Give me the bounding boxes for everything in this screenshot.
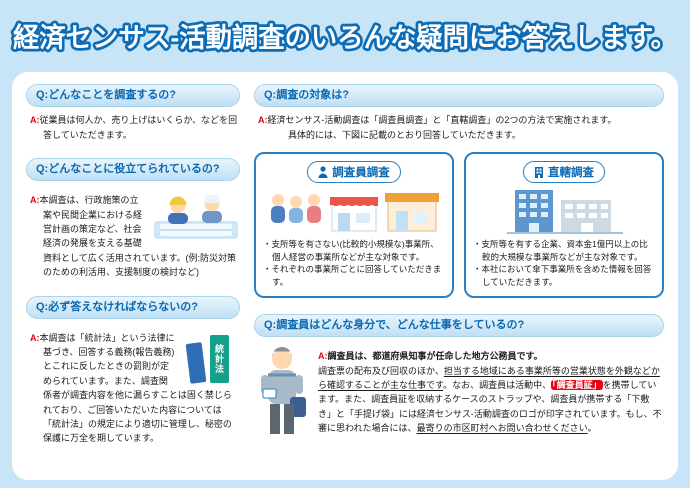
building-icon	[535, 166, 543, 178]
answer-label: A:	[30, 332, 40, 343]
answer-text: A:本調査は、行政施策の立案や民間企業における経営計画の策定など、社会経済の発展…	[30, 193, 238, 279]
answer-body-mid-2: を携帯しています。また、調査員証を収納するケースのストラップや、調査員が携帯する…	[318, 379, 662, 434]
enumerator-survey-title-text: 調査員調査	[332, 166, 390, 179]
green-statistics-law-book: 統計法	[210, 334, 229, 383]
qa-survey-target: Q:調査の対象は? A:経済センサス-活動調査は「調査員調査」と「直轄調査」の2…	[254, 84, 664, 298]
enumerator-survey-title: 調査員調査	[307, 160, 401, 183]
right-column: Q:調査の対象は? A:経済センサス-活動調査は「調査員調査」と「直轄調査」の2…	[254, 84, 664, 468]
question-header: Q:調査の対象は?	[254, 84, 664, 108]
answer-text: A:従業員は何人か、売り上げはいくらか、などを回答していただきます。	[30, 113, 238, 142]
answer-text: A:経済センサス-活動調査は「調査員調査」と「直轄調査」の2つの方法で実施されま…	[258, 113, 662, 142]
question-header: Q:どんなことに役立てられているの?	[26, 157, 240, 182]
poster-title-svg: 経済センサス-活動調査のいろんな疑問にお答えします。	[10, 19, 680, 56]
enumerator-survey-bullets: ・支所等を有さない(比較的小規模な)事業所、個人経営の事業所などが主な対象です。…	[263, 238, 445, 289]
survey-method-boxes: 調査員調査	[254, 151, 664, 298]
answer-block: A:調査員は、都道府県知事が任命した地方公務員です。 調査票の配布及び回収のほか…	[254, 343, 664, 441]
person-icon	[318, 166, 328, 178]
workers-planning-illustration	[154, 194, 238, 240]
answer-body: 本調査は「統計法」という法律に基づき、回答する義務(報告義務)とこれに反したとき…	[39, 332, 232, 444]
content-card: Q:どんなことを調査するの? A:従業員は何人か、売り上げはいくらか、などを回答…	[12, 72, 678, 480]
statistics-law-books-illustration: 統計法	[182, 327, 240, 385]
answer-body-mid-1: 。なお、調査員は活動中、	[443, 379, 552, 390]
qa-what-is-surveyed: Q:どんなことを調査するの? A:従業員は何人か、売り上げはいくらか、などを回答…	[26, 84, 240, 142]
blue-book	[185, 341, 207, 384]
answer-line-2: 具体的には、下図に記載のとおり回答していただきます。	[288, 129, 521, 140]
enumerator-survey-box: 調査員調査	[254, 151, 454, 298]
answer-underline-2: 最寄りの市区町村へお問い合わせください	[416, 423, 588, 434]
answer-intro: 調査員は、都道府県知事が任命した地方公務員です。	[327, 351, 543, 362]
answer-line-1: 経済センサス-活動調査は「調査員調査」と「直轄調査」の2つの方法で実施されます。	[267, 115, 617, 126]
answer-block: 統計法 A:本調査は「統計法」という法律に基づき、回答する義務(報告義務)とこれ…	[26, 325, 240, 446]
answer-text: A:調査員は、都道府県知事が任命した地方公務員です。 調査票の配布及び回収のほか…	[258, 349, 662, 435]
answer-label: A:	[30, 115, 40, 126]
question-text: Q:どんなことに役立てられているの?	[36, 162, 220, 175]
answer-body: 従業員は何人か、売り上げはいくらか、などを回答していただきます。	[39, 115, 238, 140]
poster-title: 経済センサス-活動調査のいろんな疑問にお答えします。	[0, 0, 690, 65]
question-text: Q:必ず答えなければならないの?	[36, 300, 198, 313]
direct-survey-bullets: ・支所等を有する企業、資本金1億円以上の比較的大規模な事業所などが主な対象です。…	[473, 238, 655, 289]
bullet-item: ・支所等を有さない(比較的小規模な)事業所、個人経営の事業所などが主な対象です。	[263, 238, 439, 262]
question-header: Q:どんなことを調査するの?	[26, 84, 240, 108]
answer-body-pre: 調査票の配布及び回収のほか、	[318, 365, 444, 376]
question-header: Q:必ず答えなければならないの?	[26, 295, 240, 319]
book-spine-label: 統計法	[214, 343, 224, 374]
question-text: Q:調査の対象は?	[264, 89, 349, 101]
qa-must-answer: Q:必ず答えなければならないの? 統計法 A:本調査は「統計法」という法律に基づ…	[26, 295, 240, 446]
office-buildings-illustration	[507, 189, 623, 234]
question-text: Q:調査員はどんな身分で、どんな仕事をしているの?	[264, 318, 525, 331]
answer-text: A:本調査は「統計法」という法律に基づき、回答する義務(報告義務)とこれに反した…	[30, 331, 238, 446]
poster-title-text: 経済センサス-活動調査のいろんな疑問にお答えします。	[13, 22, 677, 53]
direct-survey-title-text: 直轄調査	[548, 166, 594, 179]
answer-label: A:	[30, 195, 40, 206]
question-text: Q:どんなことを調査するの?	[36, 89, 176, 101]
answer-block: A:本調査は、行政施策の立案や民間企業における経営計画の策定など、社会経済の発展…	[26, 187, 240, 279]
qa-enumerator-identity: Q:調査員はどんな身分で、どんな仕事をしているの?	[254, 313, 664, 441]
enumerator-id-badge: 「調査員証」	[551, 379, 603, 390]
direct-survey-title: 直轄調査	[523, 160, 605, 183]
bullet-item: ・本社において傘下事業所を含めた情報を回答していただきます。	[473, 264, 652, 288]
answer-underline-1: 担当する地域にある事業所等の営業状態を外観などから確認することが主な仕事です	[318, 365, 660, 390]
answer-body-end: 。	[587, 423, 597, 434]
answer-body: 本調査は、行政施策の立案や民間企業における経営計画の策定など、社会経済の発展を支…	[39, 195, 237, 278]
direct-survey-box: 直轄調査	[464, 151, 664, 298]
shops-and-people-illustration	[271, 192, 439, 232]
enumerator-person-illustration	[261, 347, 306, 435]
answer-label: A:	[258, 115, 268, 126]
qa-how-used: Q:どんなことに役立てられているの?	[26, 157, 240, 280]
answer-label: A:	[318, 351, 328, 362]
bullet-item: ・支所等を有する企業、資本金1億円以上の比較的大規模な事業所などが主な対象です。	[473, 238, 648, 262]
left-column: Q:どんなことを調査するの? A:従業員は何人か、売り上げはいくらか、などを回答…	[26, 84, 240, 468]
question-header: Q:調査員はどんな身分で、どんな仕事をしているの?	[254, 313, 664, 338]
bullet-item: ・それぞれの事業所ごとに回答していただきます。	[263, 264, 442, 288]
